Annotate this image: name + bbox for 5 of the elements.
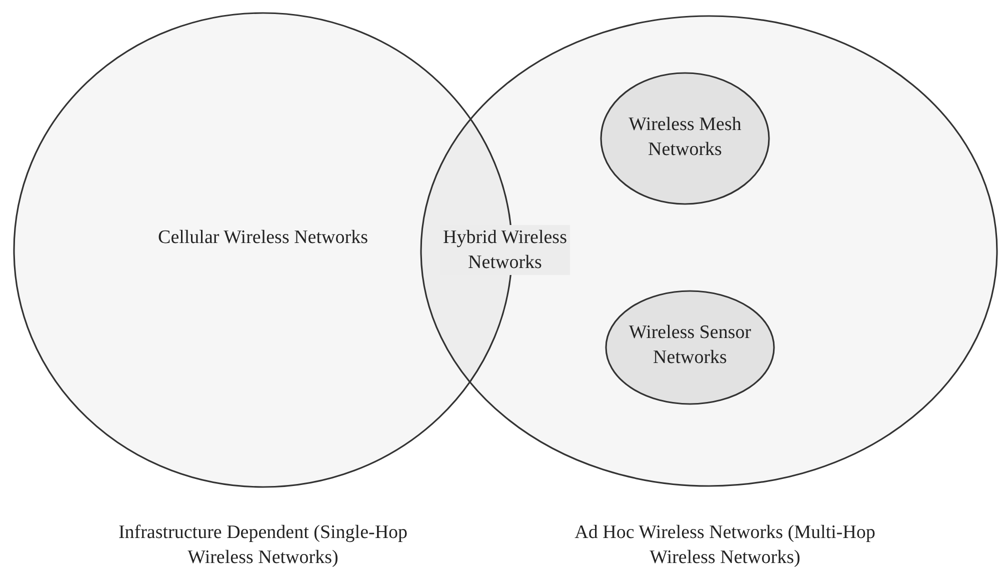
set-label: Wireless Sensor Networks [628, 321, 752, 370]
set-label: Cellular Wireless Networks [157, 226, 369, 250]
set-label: Ad Hoc Wireless Networks (Multi-Hop Wireless Networks) [574, 521, 876, 570]
set-label: Wireless Mesh Networks [628, 113, 742, 162]
set-caption: Infrastructure Dependent (Single-Hop Wireless Networks) [117, 521, 409, 570]
